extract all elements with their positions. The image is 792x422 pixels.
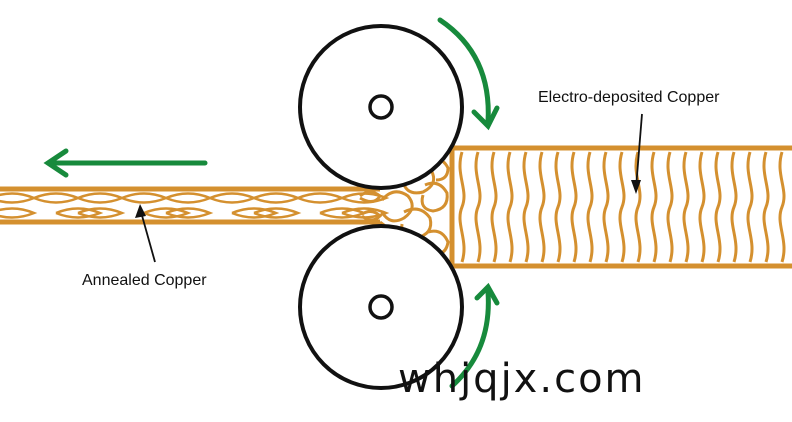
annealed-label: Annealed Copper <box>82 272 207 289</box>
annealed-grain <box>253 207 302 219</box>
electro-deposited-label: Electro-deposited Copper <box>538 89 720 106</box>
columnar-grain <box>458 151 466 263</box>
columnar-grain <box>762 151 770 263</box>
clockwise-arrow-icon <box>437 17 500 131</box>
columnar-grain <box>538 151 546 263</box>
columnar-grain <box>650 151 658 263</box>
columnar-grain <box>490 151 498 263</box>
annealed-grain <box>77 207 126 219</box>
columnar-grain <box>746 151 754 263</box>
top-roller <box>298 24 464 190</box>
columnar-grain <box>618 151 626 263</box>
columnar-grain <box>554 151 562 263</box>
electro-deposited-copper-block <box>449 145 792 269</box>
electro-label-group: Electro-deposited Copper <box>538 89 720 194</box>
columnar-grain <box>682 151 690 263</box>
annealed-grain <box>165 207 214 219</box>
columnar-grain <box>602 151 610 263</box>
columnar-grain <box>730 151 738 263</box>
annealed-leader-line <box>140 211 156 263</box>
top-roller-axle <box>368 94 394 120</box>
columnar-grain <box>586 151 594 263</box>
columnar-grain <box>522 151 530 263</box>
columnar-grain <box>698 151 706 263</box>
left-arrow-icon <box>43 148 208 178</box>
annealed-grain <box>341 207 390 219</box>
annealed-label-group: Annealed Copper <box>82 204 207 289</box>
bottom-roller-axle <box>368 294 394 320</box>
electro-leader-arrowhead <box>631 180 641 194</box>
columnar-grain <box>778 151 786 263</box>
annealed-grain <box>231 207 280 219</box>
columnar-grain <box>634 151 642 263</box>
columnar-grain <box>474 151 482 263</box>
columnar-grain <box>714 151 722 263</box>
annealed-copper-strip <box>0 186 390 225</box>
annealed-grain <box>55 207 104 219</box>
columnar-grain <box>666 151 674 263</box>
annealed-grain <box>0 207 38 219</box>
counterclockwise-arrow-icon <box>449 282 500 389</box>
annealed-leader-arrowhead <box>135 204 146 218</box>
columnar-grain <box>570 151 578 263</box>
bottom-roller <box>298 224 464 390</box>
electro-leader-line <box>635 113 643 189</box>
columnar-grain <box>506 151 514 263</box>
annealed-grain <box>143 207 192 219</box>
watermark-text: whjqjx.com <box>398 356 646 402</box>
